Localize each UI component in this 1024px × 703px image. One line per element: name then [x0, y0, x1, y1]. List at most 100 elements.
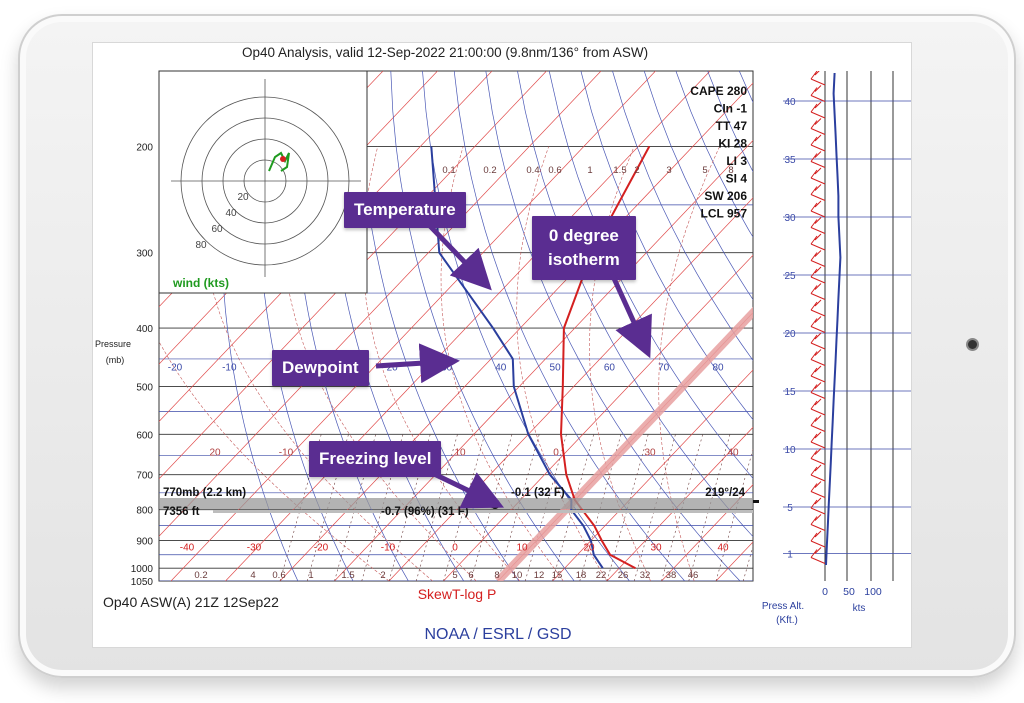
- callout-isotherm-line1: 0 degree: [548, 226, 619, 245]
- wind-barb: [810, 530, 826, 548]
- bottom-tick-label: -30: [247, 543, 262, 554]
- dry-adiabat: [834, 71, 911, 581]
- camera-icon: [968, 340, 977, 349]
- mixing-ratio-bottom-label: 15: [552, 570, 563, 581]
- freezing-level-bar: 770mb (2.2 km) 7356 ft -0.1 (32 F) -0.7 …: [159, 487, 759, 518]
- altitude-tick-label: 40: [784, 97, 796, 108]
- freezing-temp-label: -0.1 (32 F): [511, 487, 565, 499]
- mixing-ratio-bottom-label: 8: [494, 570, 499, 581]
- wind-barb: [810, 514, 826, 531]
- isotherm-line: [443, 254, 753, 581]
- wind-barb: [810, 398, 826, 416]
- freezing-pressure-label: 770mb (2.2 km): [163, 487, 246, 499]
- hodograph-ring-label: 20: [237, 192, 249, 203]
- altitude-label-line1: Press Alt.: [762, 601, 804, 612]
- mixing-ratio-label: 1: [587, 165, 592, 176]
- wind-barb: [810, 382, 826, 399]
- index-label: CIn -1: [714, 102, 748, 116]
- mixing-ratio-bottom-label: 12: [534, 570, 545, 581]
- altitude-tick-label: 20: [784, 329, 796, 340]
- middle-tick-label: -10: [279, 447, 294, 458]
- index-label: SI 4: [726, 172, 748, 186]
- bottom-tick-label: 0: [452, 543, 458, 554]
- ylabel-pressure: Pressure: [95, 339, 131, 349]
- mixing-ratio-bottom-label: 2: [380, 570, 385, 581]
- index-label: LI 3: [726, 154, 747, 168]
- altitude-tick-label: 10: [784, 445, 796, 456]
- mixing-ratio-bottom-label: 5: [452, 570, 457, 581]
- altitude-tick-label: 1: [787, 549, 793, 560]
- altitude-tick-label: 5: [787, 503, 793, 514]
- middle-tick-label: 0: [553, 447, 559, 458]
- temperature-tick-label: 40: [495, 362, 507, 373]
- pressure-tick-label: 1050: [131, 577, 154, 588]
- dewpoint-profile: [430, 146, 604, 569]
- index-label: LCL 957: [701, 207, 748, 221]
- callout-dewpoint-text: Dewpoint: [282, 358, 359, 377]
- moist-adiabat: [658, 146, 720, 581]
- dry-adiabat: [643, 71, 753, 301]
- chart-type-label: SkewT-log P: [418, 586, 497, 602]
- profiles: [430, 145, 651, 570]
- bottom-tick-label: -20: [314, 543, 329, 554]
- isotherm-line: [159, 71, 493, 423]
- dry-adiabat: [803, 71, 911, 581]
- bottom-tick-label: 30: [650, 543, 662, 554]
- temperature-tick-label: 80: [712, 362, 724, 373]
- ylabel-unit: (mb): [106, 355, 125, 365]
- wind-barb: [810, 481, 826, 498]
- temperature-tick-label: 20: [387, 362, 399, 373]
- moist-adiabat: [201, 146, 433, 581]
- mixing-ratio-bottom-label: 6: [468, 570, 473, 581]
- temperature-tick-label: 50: [550, 362, 562, 373]
- middle-tick-label: 10: [454, 447, 466, 458]
- wind-barb: [810, 332, 826, 350]
- hodograph-ring-label: 80: [195, 240, 207, 251]
- skewt-chart: Op40 Analysis, valid 12-Sep-2022 21:00:0…: [95, 45, 911, 643]
- mixing-ratio-bottom-label: 1.5: [341, 570, 354, 581]
- station-caption: Op40 ASW(A) 21Z 12Sep22: [103, 594, 279, 610]
- hodograph-ring-label: 60: [211, 224, 223, 235]
- temperature-tick-label: -20: [168, 362, 183, 373]
- wind-barb: [810, 184, 826, 201]
- mixing-ratio-bottom-label: 32: [640, 570, 651, 581]
- pressure-tick-label: 1000: [131, 564, 154, 575]
- hodograph-label: wind (kts): [172, 276, 229, 290]
- mixing-ratio-bottom-label: 10: [512, 570, 523, 581]
- mixing-ratio-bottom-label: 38: [666, 570, 677, 581]
- temperature-tick-label: -10: [222, 362, 237, 373]
- wind-barb: [810, 299, 826, 317]
- wind-barb: [810, 233, 826, 251]
- mixing-ratio-label: 8: [728, 165, 733, 176]
- wind-barb: [810, 134, 826, 152]
- bottom-tick-label: 20: [583, 543, 595, 554]
- mixing-ratio-bottom-label: 0.6: [272, 570, 285, 581]
- pressure-tick-label: 200: [136, 142, 153, 153]
- altitude-tick-label: 30: [784, 213, 796, 224]
- mixing-ratio-bottom-label: 22: [596, 570, 607, 581]
- wind-barb: [810, 85, 826, 102]
- mixing-ratio-label: 1.5: [613, 165, 626, 176]
- mixing-ratio-label: 3: [666, 165, 671, 176]
- bottom-tick-label: -40: [180, 543, 195, 554]
- dry-adiabat: [453, 71, 685, 581]
- pressure-tick-label: 300: [136, 249, 153, 260]
- wind-speed-profile: [825, 72, 842, 566]
- moist-adiabat: [159, 340, 390, 581]
- speed-tick-label: 50: [843, 586, 855, 598]
- freezing-height-label: 7356 ft: [163, 506, 200, 518]
- mixing-ratio-label: 0.4: [526, 165, 539, 176]
- callout-temperature: Temperature: [344, 192, 466, 228]
- wind-barb: [810, 200, 826, 218]
- mixing-ratio-line: [742, 545, 753, 581]
- temperature-tick-label: 30: [441, 362, 453, 373]
- mixing-ratio-bottom-label: 26: [618, 570, 629, 581]
- moist-adiabat: [516, 146, 608, 581]
- pressure-tick-label: 600: [136, 430, 153, 441]
